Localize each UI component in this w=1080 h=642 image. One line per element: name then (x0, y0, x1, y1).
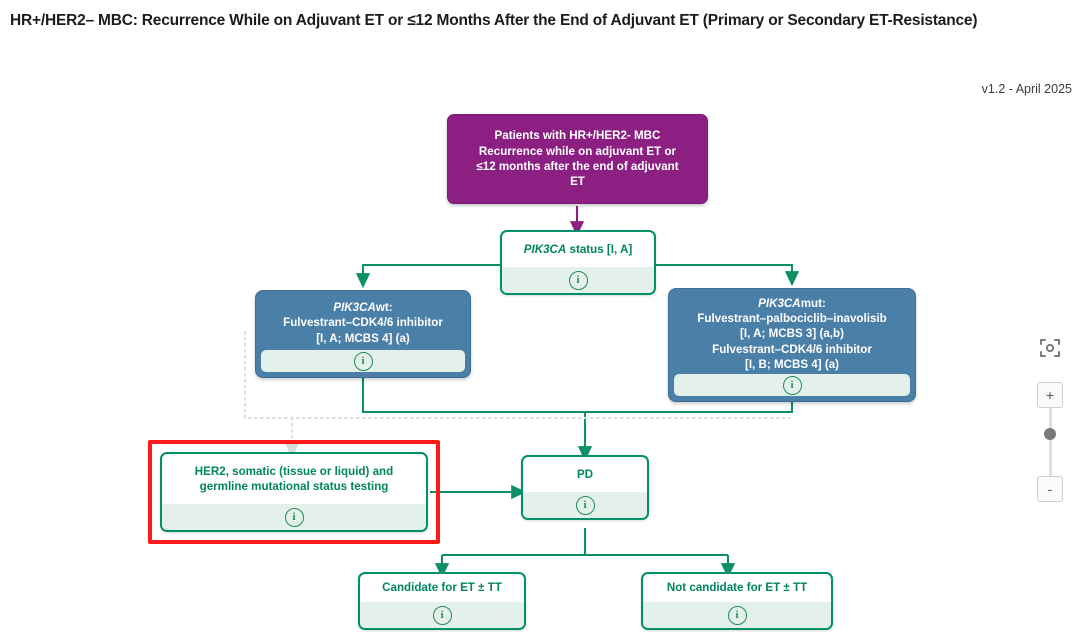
gene-name: PIK3CA (523, 242, 567, 256)
node-pd-footer[interactable] (523, 492, 647, 518)
node-candidate-label: Candidate for ET ± TT (382, 581, 502, 595)
node-candidate-et-tt[interactable]: Candidate for ET ± TT (358, 572, 526, 630)
zoom-controls[interactable]: + - (1036, 336, 1064, 502)
page-title: HR+/HER2– MBC: Recurrence While on Adjuv… (10, 12, 978, 29)
her2-line-2: germline mutational status testing (199, 480, 389, 493)
info-icon[interactable] (568, 270, 588, 290)
mut-line-3: Fulvestrant–CDK4/6 inhibitor (712, 342, 872, 356)
root-line-1: Patients with HR+/HER2- MBC (494, 129, 661, 143)
flowchart-canvas[interactable]: Patients with HR+/HER2- MBC Recurrence w… (0, 100, 1080, 642)
gene-name: PIK3CA (758, 297, 801, 311)
flowchart-edges (243, 206, 800, 579)
mut-line-1: Fulvestrant–palbociclib–inavolisib (697, 312, 887, 326)
her2-line-1: HER2, somatic (tissue or liquid) and (194, 464, 394, 478)
wt-line-1: Fulvestrant–CDK4/6 inhibitor (283, 316, 443, 330)
zoom-out-button[interactable]: - (1037, 476, 1063, 502)
focus-frame-icon[interactable] (1038, 336, 1062, 360)
root-line-2: Recurrence while on adjuvant ET or (478, 144, 677, 158)
node-pik3ca-mut-label: PIK3CAmut: Fulvestrant–palbociclib–inavo… (674, 294, 910, 374)
node-patients-root[interactable]: Patients with HR+/HER2- MBC Recurrence w… (447, 114, 708, 204)
info-icon[interactable] (284, 507, 304, 527)
zoom-slider-handle[interactable] (1044, 428, 1056, 440)
node-pik3ca-status[interactable]: PIK3CA status [I, A] (500, 230, 656, 295)
node-pik3ca-wt-footer[interactable] (261, 350, 465, 372)
node-her2-testing[interactable]: HER2, somatic (tissue or liquid) and ger… (160, 452, 428, 532)
node-pd-label: PD (576, 467, 594, 481)
page-header: HR+/HER2– MBC: Recurrence While on Adjuv… (10, 10, 1040, 32)
info-icon[interactable] (353, 351, 373, 371)
node-pik3ca-status-footer[interactable] (502, 267, 654, 293)
info-icon[interactable] (575, 495, 595, 515)
root-line-4: ET (570, 175, 585, 189)
version-label: v1.2 - April 2025 (981, 82, 1072, 96)
node-not-candidate-label: Not candidate for ET ± TT (666, 581, 808, 595)
node-pik3ca-mut[interactable]: PIK3CAmut: Fulvestrant–palbociclib–inavo… (668, 288, 916, 402)
root-line-3: ≤12 months after the end of adjuvant (476, 160, 679, 173)
mut-line-4: [I, B; MCBS 4] (a) (744, 357, 840, 371)
status-suffix: status [I, A] (566, 242, 633, 256)
zoom-slider-track[interactable] (1044, 408, 1056, 476)
info-icon[interactable] (727, 605, 747, 625)
info-icon[interactable] (432, 605, 452, 625)
node-pik3ca-wt-label: PIK3CAwt: Fulvestrant–CDK4/6 inhibitor [… (261, 296, 465, 350)
gene-name: PIK3CA (333, 301, 376, 315)
node-pd[interactable]: PD (521, 455, 649, 520)
node-not-candidate-footer[interactable] (643, 602, 831, 628)
node-pik3ca-status-label: PIK3CA status [I, A] (502, 232, 654, 267)
node-not-candidate-et-tt[interactable]: Not candidate for ET ± TT (641, 572, 833, 630)
zoom-slider-stack[interactable]: + - (1037, 382, 1063, 502)
node-candidate-footer[interactable] (360, 602, 524, 628)
node-pik3ca-mut-footer[interactable] (674, 374, 910, 396)
node-her2-testing-label: HER2, somatic (tissue or liquid) and ger… (162, 454, 426, 504)
mut-line-2: [I, A; MCBS 3] (a,b) (740, 327, 844, 341)
gene-suffix: wt: (375, 301, 393, 315)
wt-line-2: [I, A; MCBS 4] (a) (316, 331, 410, 345)
info-icon[interactable] (782, 375, 802, 395)
flowchart-nodes: Patients with HR+/HER2- MBC Recurrence w… (0, 100, 1080, 642)
gene-suffix: mut: (800, 297, 826, 311)
node-pik3ca-wt[interactable]: PIK3CAwt: Fulvestrant–CDK4/6 inhibitor [… (255, 290, 471, 378)
zoom-in-button[interactable]: + (1037, 382, 1063, 408)
node-her2-testing-footer[interactable] (162, 504, 426, 530)
